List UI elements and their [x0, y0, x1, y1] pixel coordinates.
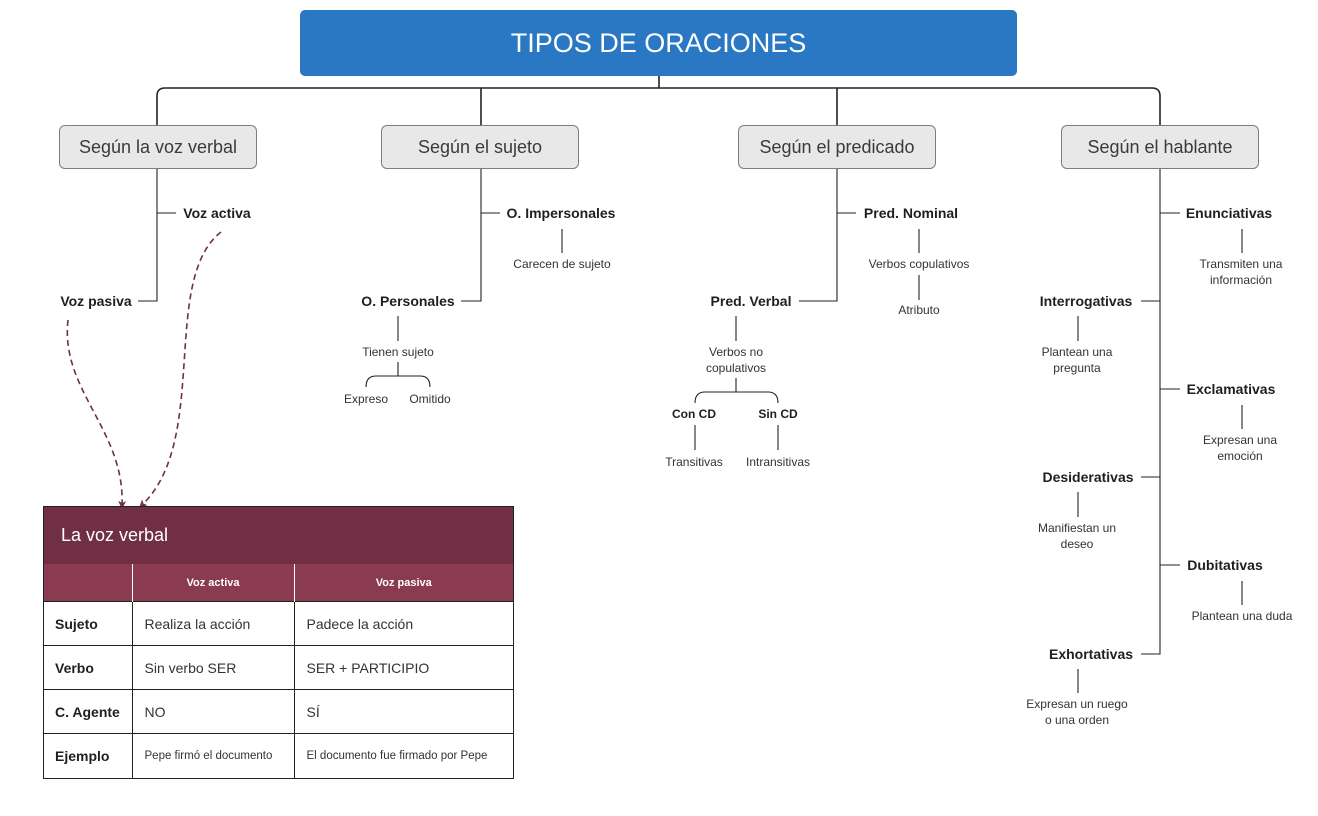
table-cell: El documento fue firmado por Pepe	[293, 733, 513, 778]
category-sujeto: Según el sujeto	[381, 125, 579, 169]
voice-table: La voz verbal Voz activa Voz pasiva Suje…	[43, 506, 514, 779]
enunciativas-desc-line-1: Transmiten una	[1199, 257, 1283, 271]
table-row: Ejemplo Pepe firmó el documento El docum…	[44, 733, 513, 778]
table-row: Verbo Sin verbo SER SER + PARTICIPIO	[44, 645, 513, 690]
desiderativas-label: Desiderativas	[1042, 469, 1134, 485]
enunciativas-label: Enunciativas	[1185, 205, 1273, 221]
table-cell: SER + PARTICIPIO	[293, 645, 513, 690]
category-hablante: Según el hablante	[1061, 125, 1259, 169]
interrogativas-label: Interrogativas	[1039, 293, 1133, 309]
pred-nominal-desc: Verbos copulativos	[868, 257, 970, 271]
table-header-row: Voz activa Voz pasiva	[44, 564, 513, 602]
transitivas-label: Transitivas	[665, 455, 723, 469]
exhortativas-desc-line-2: o una orden	[1044, 713, 1110, 727]
table-row-label: Verbo	[44, 645, 132, 690]
table-cell: Sin verbo SER	[131, 645, 294, 690]
category-predicado: Según el predicado	[738, 125, 936, 169]
table-row: C. Agente NO SÍ	[44, 689, 513, 734]
interrogativas-desc: Plantean una pregunta	[1042, 344, 1113, 376]
voice-table-grid: Voz activa Voz pasiva Sujeto Realiza la …	[44, 564, 513, 778]
omitido-label: Omitido	[409, 392, 451, 406]
table-cell: SÍ	[293, 689, 513, 734]
dubitativas-label: Dubitativas	[1187, 557, 1263, 573]
table-header-empty	[44, 564, 132, 602]
enunciativas-desc-line-2: información	[1209, 273, 1273, 287]
sin-cd-label: Sin CD	[758, 407, 798, 421]
table-cell: NO	[131, 689, 294, 734]
atributo-label: Atributo	[898, 303, 940, 317]
desiderativas-desc-line-2: deseo	[1060, 537, 1094, 551]
personales-desc: Tienen sujeto	[362, 345, 434, 359]
interrogativas-desc-line-1: Plantean una	[1041, 345, 1113, 359]
exclamativas-desc-line-1: Expresan una	[1202, 433, 1278, 447]
voz-pasiva-label: Voz pasiva	[60, 293, 132, 309]
pred-verbal-desc-line-2: copulativos	[705, 361, 767, 375]
table-header-voz-pasiva: Voz pasiva	[293, 564, 513, 602]
exhortativas-label: Exhortativas	[1048, 646, 1134, 662]
category-voz-verbal: Según la voz verbal	[59, 125, 257, 169]
exclamativas-desc-line-2: emoción	[1217, 449, 1263, 463]
table-row-label: C. Agente	[44, 689, 132, 734]
table-cell: Padece la acción	[293, 601, 513, 646]
exhortativas-desc: Expresan un ruego o una orden	[1026, 696, 1127, 728]
table-row-label: Ejemplo	[44, 733, 132, 778]
exhortativas-desc-line-1: Expresan un ruego	[1026, 697, 1128, 711]
expreso-label: Expreso	[343, 392, 389, 406]
impersonales-desc: Carecen de sujeto	[513, 257, 611, 271]
voice-table-title: La voz verbal	[44, 507, 513, 564]
main-title: TIPOS DE ORACIONES	[300, 10, 1017, 76]
interrogativas-desc-line-2: pregunta	[1053, 361, 1101, 375]
table-row-label: Sujeto	[44, 601, 132, 646]
enunciativas-desc: Transmiten una información	[1200, 256, 1283, 288]
pred-verbal-label: Pred. Verbal	[710, 293, 792, 309]
pred-nominal-label: Pred. Nominal	[863, 205, 959, 221]
dubitativas-desc: Plantean una duda	[1191, 609, 1293, 623]
table-row: Sujeto Realiza la acción Padece la acció…	[44, 601, 513, 646]
impersonales-label: O. Impersonales	[506, 205, 616, 221]
table-cell: Realiza la acción	[131, 601, 294, 646]
desiderativas-desc-line-1: Manifiestan un	[1037, 521, 1117, 535]
voz-activa-label: Voz activa	[183, 205, 251, 221]
table-cell: Pepe firmó el documento	[131, 733, 294, 778]
intransitivas-label: Intransitivas	[745, 455, 811, 469]
table-header-voz-activa: Voz activa	[131, 564, 294, 602]
exclamativas-desc: Expresan una emoción	[1203, 432, 1277, 464]
desiderativas-desc: Manifiestan un deseo	[1038, 520, 1116, 552]
personales-label: O. Personales	[361, 293, 455, 309]
pred-verbal-desc-line-1: Verbos no	[708, 345, 764, 359]
con-cd-label: Con CD	[672, 407, 716, 421]
pred-verbal-desc: Verbos no copulativos	[706, 344, 766, 376]
exclamativas-label: Exclamativas	[1186, 381, 1276, 397]
